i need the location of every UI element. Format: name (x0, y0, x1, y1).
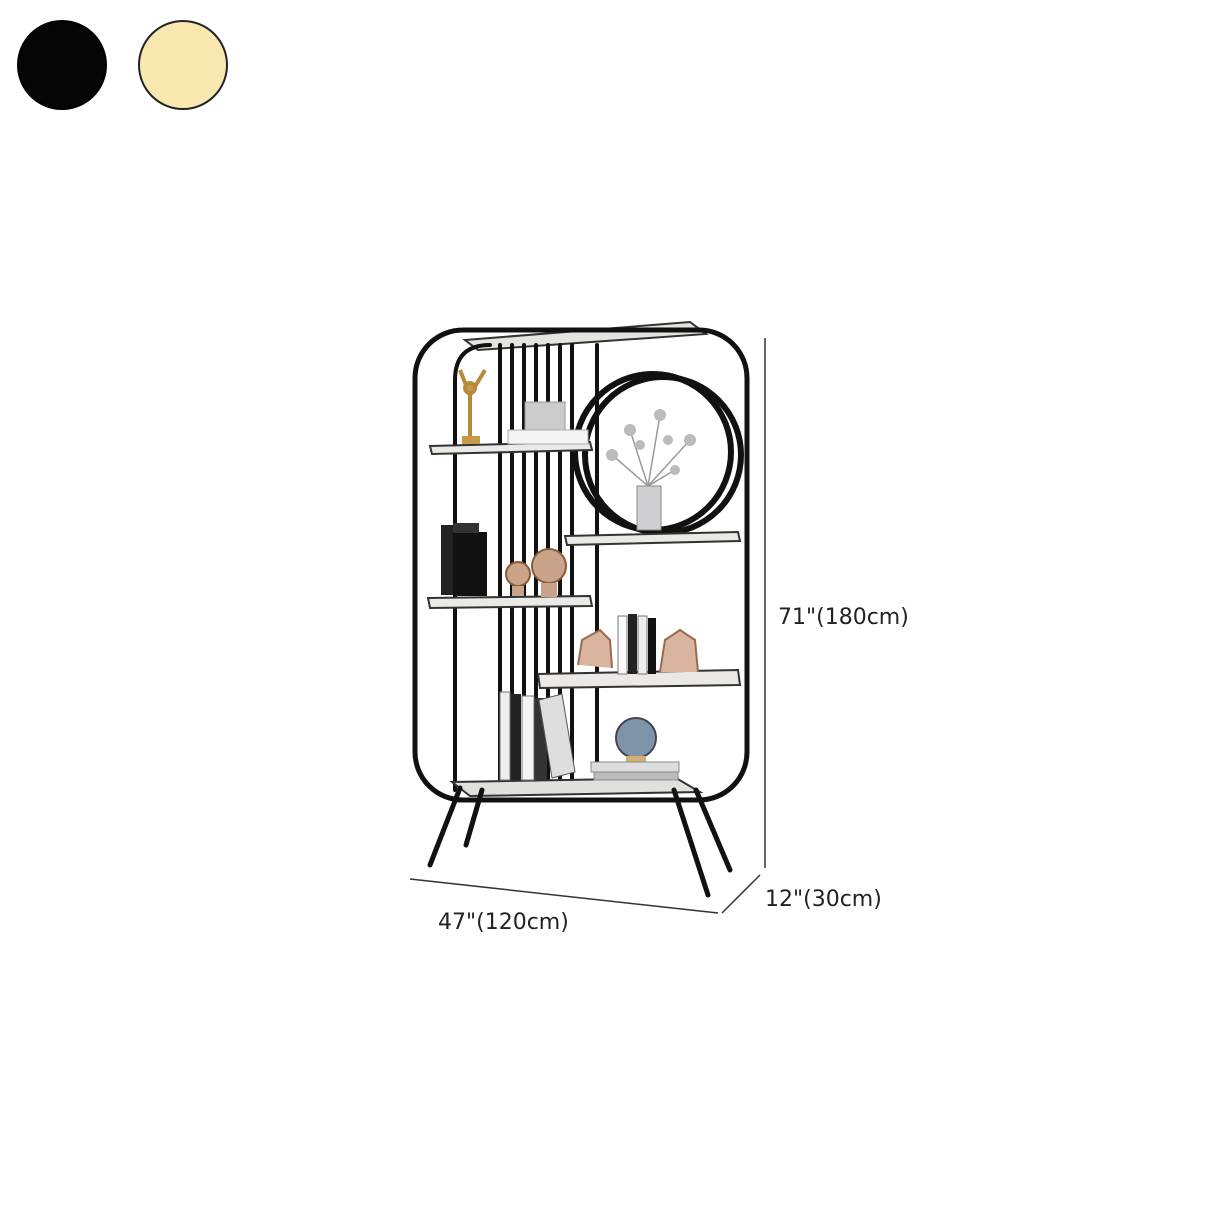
height-dimension-label: 71"(180cm) (778, 605, 909, 630)
width-line (409, 878, 719, 914)
depth-dimension-label: 12"(30cm) (765, 887, 882, 912)
decor-items (441, 368, 699, 781)
legs (427, 785, 733, 898)
shelving-unit (412, 320, 750, 898)
striped-orbs (505, 548, 567, 597)
outer-frame (412, 327, 750, 803)
width-dimension-label: 47"(120cm) (438, 910, 569, 935)
inner-arch (453, 343, 492, 792)
depth-line (721, 874, 761, 914)
books-bottom (499, 691, 576, 781)
shelves (426, 440, 742, 798)
color-swatch-black[interactable] (17, 20, 107, 110)
color-swatch-gold[interactable] (138, 20, 228, 110)
deer-and-books (577, 614, 699, 675)
globe-and-books (590, 717, 680, 781)
gold-figurine (458, 368, 487, 444)
gray-box (524, 401, 566, 433)
plant-vase (606, 409, 696, 531)
dimension-lines (409, 338, 766, 914)
books-black (441, 523, 487, 596)
white-box (507, 429, 589, 445)
